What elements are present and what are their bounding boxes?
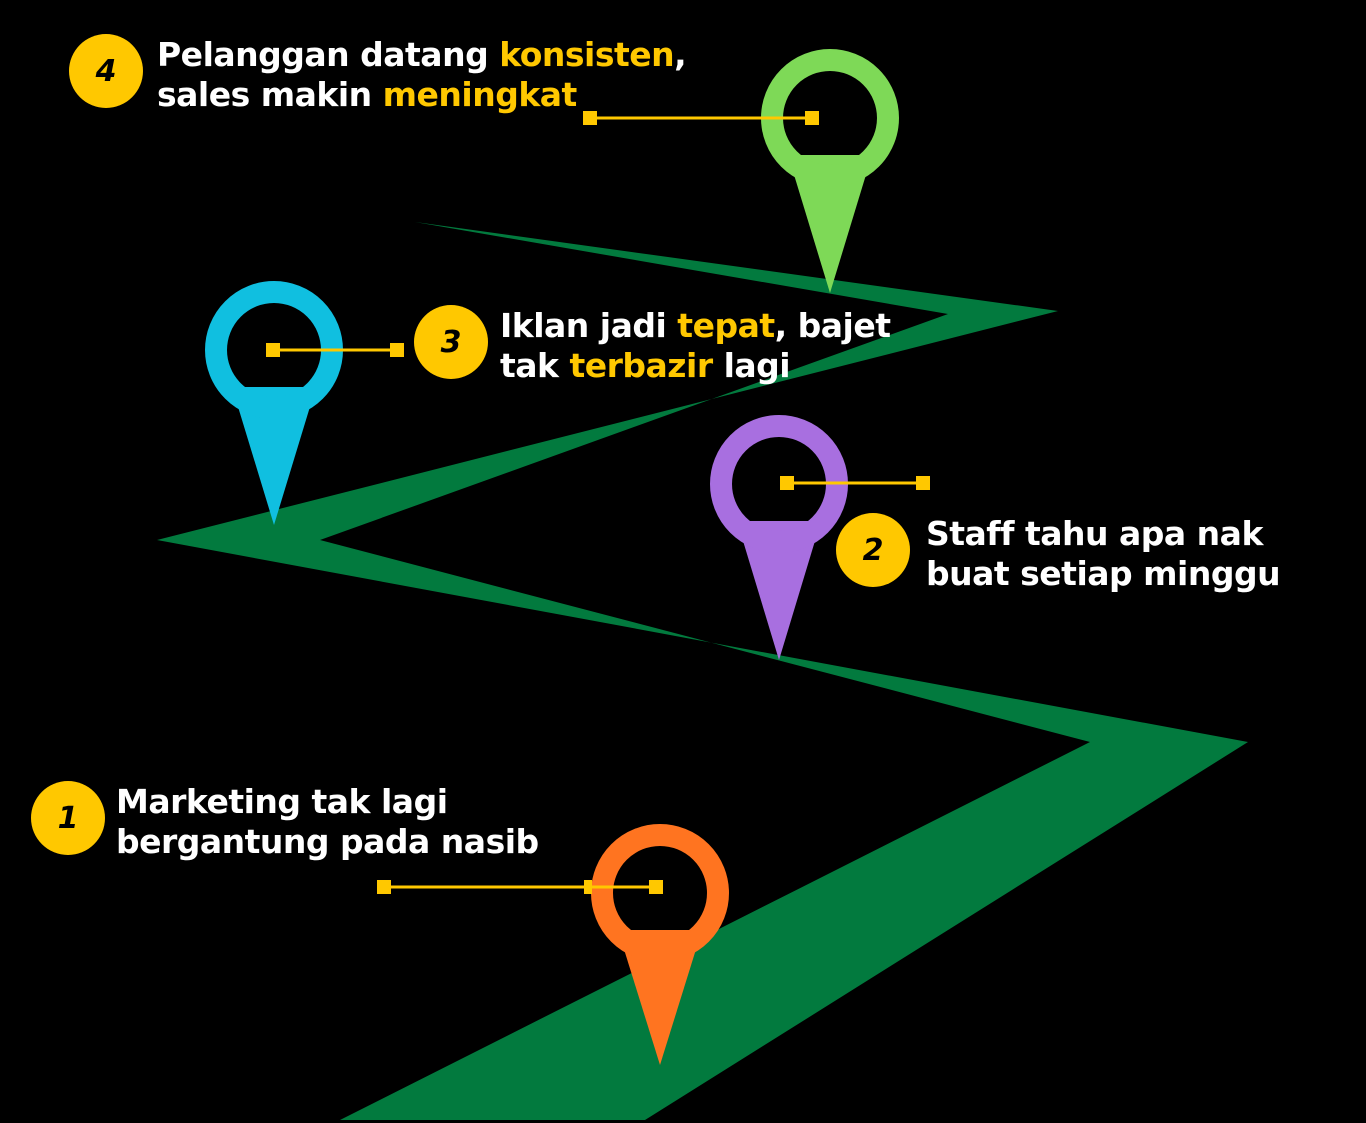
highlight: meningkat [382,75,578,114]
pin-blue-icon [205,281,343,525]
connector-1 [377,880,663,894]
connector-4 [583,111,819,125]
step-3-line-2: tak terbazir lagi [500,346,791,385]
step-4-text: Pelanggan datang konsisten, sales makin … [157,35,687,115]
step-4-line-2: sales makin meningkat [157,75,578,114]
step-3-badge: 3 [414,305,488,379]
step-2-line-1: Staff tahu apa nak [926,514,1263,553]
step-1-line-1: Marketing tak lagi [116,782,448,821]
step-2-badge: 2 [836,513,910,587]
step-1-text: Marketing tak lagi bergantung pada nasib [116,782,539,862]
highlight: terbazir [569,346,713,385]
winding-road [157,222,1248,1120]
highlight: konsisten [499,35,675,74]
pin-green-icon [761,49,899,293]
connector-3 [266,343,404,357]
step-2-text: Staff tahu apa nak buat setiap minggu [926,514,1281,594]
connector-2 [780,476,930,490]
pin-orange-icon [591,824,729,1065]
step-4-badge: 4 [69,34,143,108]
step-1-line-2: bergantung pada nasib [116,822,539,861]
step-2-line-2: buat setiap minggu [926,554,1281,593]
pin-purple-icon [710,415,848,660]
highlight: tepat [677,306,775,345]
step-3-text: Iklan jadi tepat, bajet tak terbazir lag… [500,306,891,386]
step-3-line-1: Iklan jadi tepat, bajet [500,306,891,345]
step-4-line-1: Pelanggan datang konsisten, [157,35,687,74]
step-1-badge: 1 [31,781,105,855]
